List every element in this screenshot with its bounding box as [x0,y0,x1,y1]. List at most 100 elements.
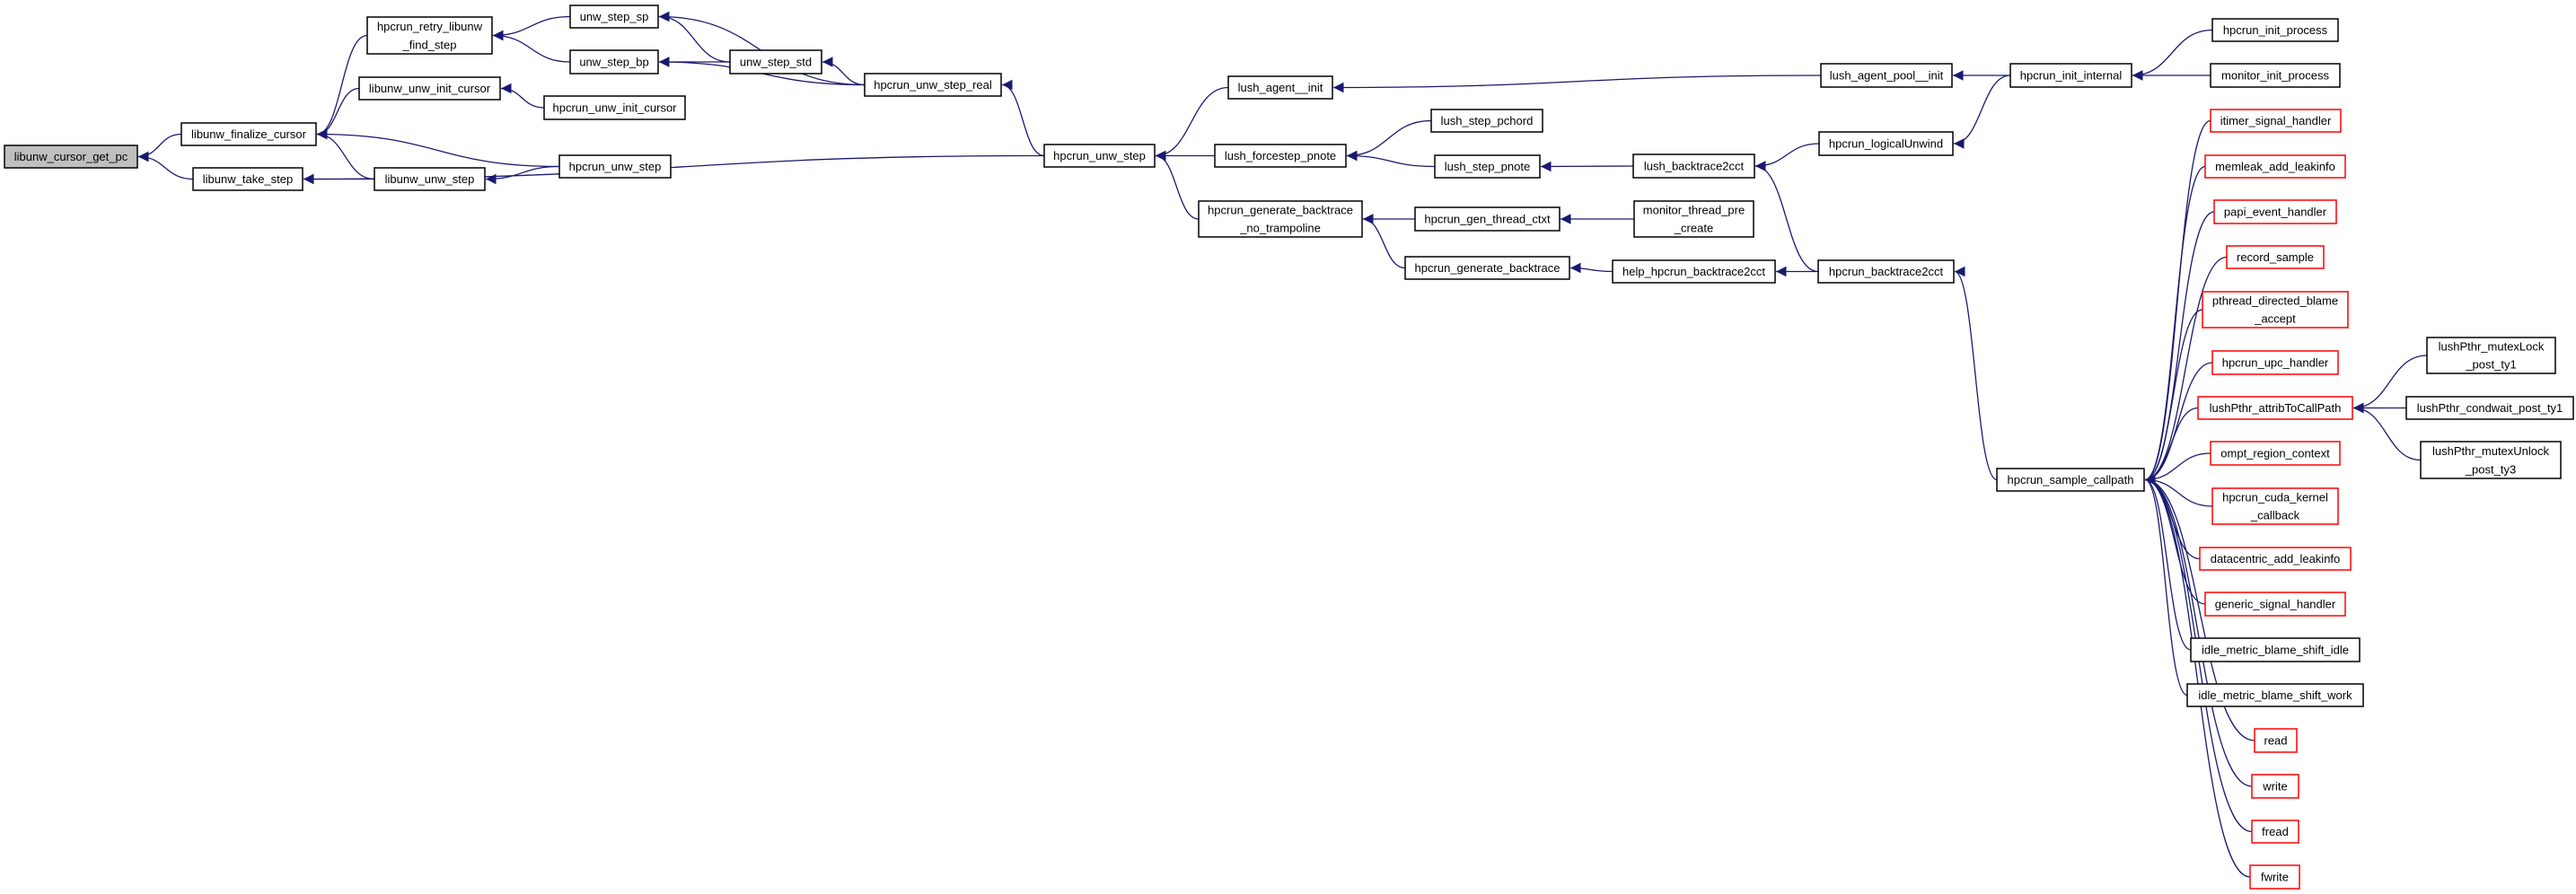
graph-node-init_internal[interactable]: hpcrun_init_internal [2009,63,2132,88]
graph-node-retry[interactable]: hpcrun_retry_libunw_find_step [366,16,493,55]
graph-node-take_step[interactable]: libunw_take_step [192,167,303,191]
call-edge-itimer-to-sample [2144,119,2211,486]
nodes-layer: libunw_cursor_get_pc libunw_finalize_curs… [4,4,2574,890]
node-box [2211,18,2339,42]
graph-node-pthread[interactable]: pthread_directed_blame_accept [2202,291,2349,329]
call-edge-finalize-to-get_pc [137,133,182,162]
node-label: _no_trampoline [1239,222,1321,235]
graph-node-pnote[interactable]: lush_step_pnote [1434,154,1541,179]
graph-node-sample[interactable]: hpcrun_sample_callpath [1996,468,2145,492]
node-label: libunw_finalize_cursor [191,127,307,141]
node-box [2426,337,2556,374]
graph-node-read[interactable]: read [2254,728,2298,753]
node-label: libunw_cursor_get_pc [14,150,128,163]
node-label: lushPthr_attribToCallPath [2210,401,2342,415]
node-label: _post_ty3 [2465,462,2516,476]
graph-node-help_bt[interactable]: help_hpcrun_backtrace2cct [1612,259,1776,284]
graph-node-gen_bt[interactable]: hpcrun_generate_backtrace [1404,256,1570,280]
graph-node-pchord[interactable]: lush_step_pchord [1430,109,1543,133]
node-box [1043,144,1156,168]
graph-node-memleak[interactable]: memleak_add_leakinfo [2204,154,2346,179]
graph-node-libunw_init[interactable]: libunw_unw_init_cursor [358,76,501,101]
graph-node-write[interactable]: write [2251,774,2299,799]
node-label: papi_event_handler [2224,206,2327,219]
node-box [2199,547,2352,571]
node-label: monitor_init_process [2221,69,2329,83]
graph-node-attrib[interactable]: lushPthr_attribToCallPath [2197,396,2353,420]
node-label: _post_ty1 [2465,358,2516,372]
call-edge-write-to-sample [2144,474,2253,787]
node-box [358,76,501,101]
graph-node-lush_bt[interactable]: lush_backtrace2cct [1632,153,1755,179]
graph-node-step_real[interactable]: hpcrun_unw_step_real [864,73,1002,97]
node-box [2190,637,2361,662]
node-label: hpcrun_backtrace2cct [1829,265,1944,278]
node-box [192,167,303,191]
node-box [2213,199,2337,224]
graph-node-mon_thread[interactable]: monitor_thread_pre _create [1633,200,1754,238]
node-label: libunw_unw_init_cursor [369,82,491,95]
node-label: lush_backtrace2cct [1644,160,1745,173]
call-edge-pthread-to-sample [2144,309,2203,486]
graph-node-libunw_step[interactable]: libunw_unw_step [374,167,486,191]
node-box [2251,820,2299,844]
graph-node-step_bp[interactable]: unw_step_bp [569,49,659,74]
node-box [2009,63,2132,88]
graph-node-gen_thread[interactable]: hpcrun_gen_thread_ctxt [1414,206,1561,232]
node-box [2211,350,2339,375]
graph-node-gen_bt_nt[interactable]: hpcrun_generate_backtrace_no_trampoline [1198,200,1363,238]
call-edge-upc-to-sample [2144,362,2213,486]
graph-node-idle_idle[interactable]: idle_metric_blame_shift_idle [2190,637,2361,662]
node-label: idle_metric_blame_shift_work [2198,688,2352,702]
graph-node-generic[interactable]: generic_signal_handler [2204,592,2346,617]
node-label: idle_metric_blame_shift_idle [2202,644,2349,657]
node-label: pthread_directed_blame [2212,294,2338,308]
graph-node-papi[interactable]: papi_event_handler [2213,199,2337,224]
graph-node-unw_step_b[interactable]: hpcrun_unw_step [1043,144,1156,168]
graph-node-fread[interactable]: fread [2251,820,2299,844]
call-edge-pnote-to-forcestep [1346,150,1436,168]
graph-node-upc[interactable]: hpcrun_upc_handler [2211,350,2339,375]
graph-node-finalize[interactable]: libunw_finalize_cursor [180,122,317,146]
node-box [1414,206,1561,232]
graph-node-datacentric[interactable]: datacentric_add_leakinfo [2199,547,2352,571]
graph-node-agent_init[interactable]: lush_agent__init [1227,75,1333,100]
graph-node-condwait[interactable]: lushPthr_condwait_post_ty1 [2405,396,2574,420]
graph-node-ompt[interactable]: ompt_region_context [2210,441,2341,466]
node-label: lushPthr_condwait_post_ty1 [2417,401,2563,415]
call-edge-gen_bt_nt-to-unw_step_b [1155,150,1200,220]
graph-node-init_cursor[interactable]: hpcrun_unw_init_cursor [543,95,686,120]
node-box [1434,154,1541,179]
graph-node-unw_step_a[interactable]: hpcrun_unw_step [558,154,672,179]
graph-node-mutexunlock[interactable]: lushPthr_mutexUnlock _post_ty3 [2420,441,2562,479]
node-label: hpcrun_init_process [2223,23,2328,37]
graph-node-logical[interactable]: hpcrun_logicalUnwind [1818,131,1954,156]
graph-node-step_sp[interactable]: unw_step_sp [569,4,659,29]
graph-node-idle_work[interactable]: idle_metric_blame_shift_work [2186,683,2364,707]
graph-node-step_std[interactable]: unw_step_std [729,49,822,74]
graph-node-bt2cct[interactable]: hpcrun_backtrace2cct [1817,259,1955,284]
call-edge-bt2cct-to-lush_bt [1754,161,1819,273]
node-label: _create [1674,222,1713,235]
node-label: lushPthr_mutexUnlock [2432,444,2550,458]
graph-node-mon_init[interactable]: monitor_init_process [2210,63,2341,88]
node-label: lush_agent_pool__init [1830,69,1944,83]
graph-node-fwrite[interactable]: fwrite [2249,864,2300,890]
graph-node-get_pc[interactable]: libunw_cursor_get_pc [4,145,138,169]
graph-node-mutexlock[interactable]: lushPthr_mutexLock_post_ty1 [2426,337,2556,374]
graph-node-record[interactable]: record_sample [2226,245,2325,269]
graph-node-pool_init[interactable]: lush_agent_pool__init [1820,63,1953,88]
node-label: monitor_thread_pre [1643,204,1745,217]
node-box [1198,200,1363,238]
call-edge-read-to-sample [2144,474,2255,741]
node-box [2186,683,2364,707]
graph-node-cuda[interactable]: hpcrun_cuda_kernel_callback [2211,487,2339,525]
graph-node-forcestep[interactable]: lush_forcestep_pnote [1214,144,1347,168]
node-label: lush_step_pchord [1441,114,1534,127]
node-label: hpcrun_unw_step_real [874,78,992,92]
graph-node-init_process[interactable]: hpcrun_init_process [2211,18,2339,42]
node-label: lush_agent__init [1238,81,1323,94]
graph-node-itimer[interactable]: itimer_signal_handler [2210,109,2342,133]
call-edge-gen_bt-to-gen_bt_nt [1362,214,1406,269]
